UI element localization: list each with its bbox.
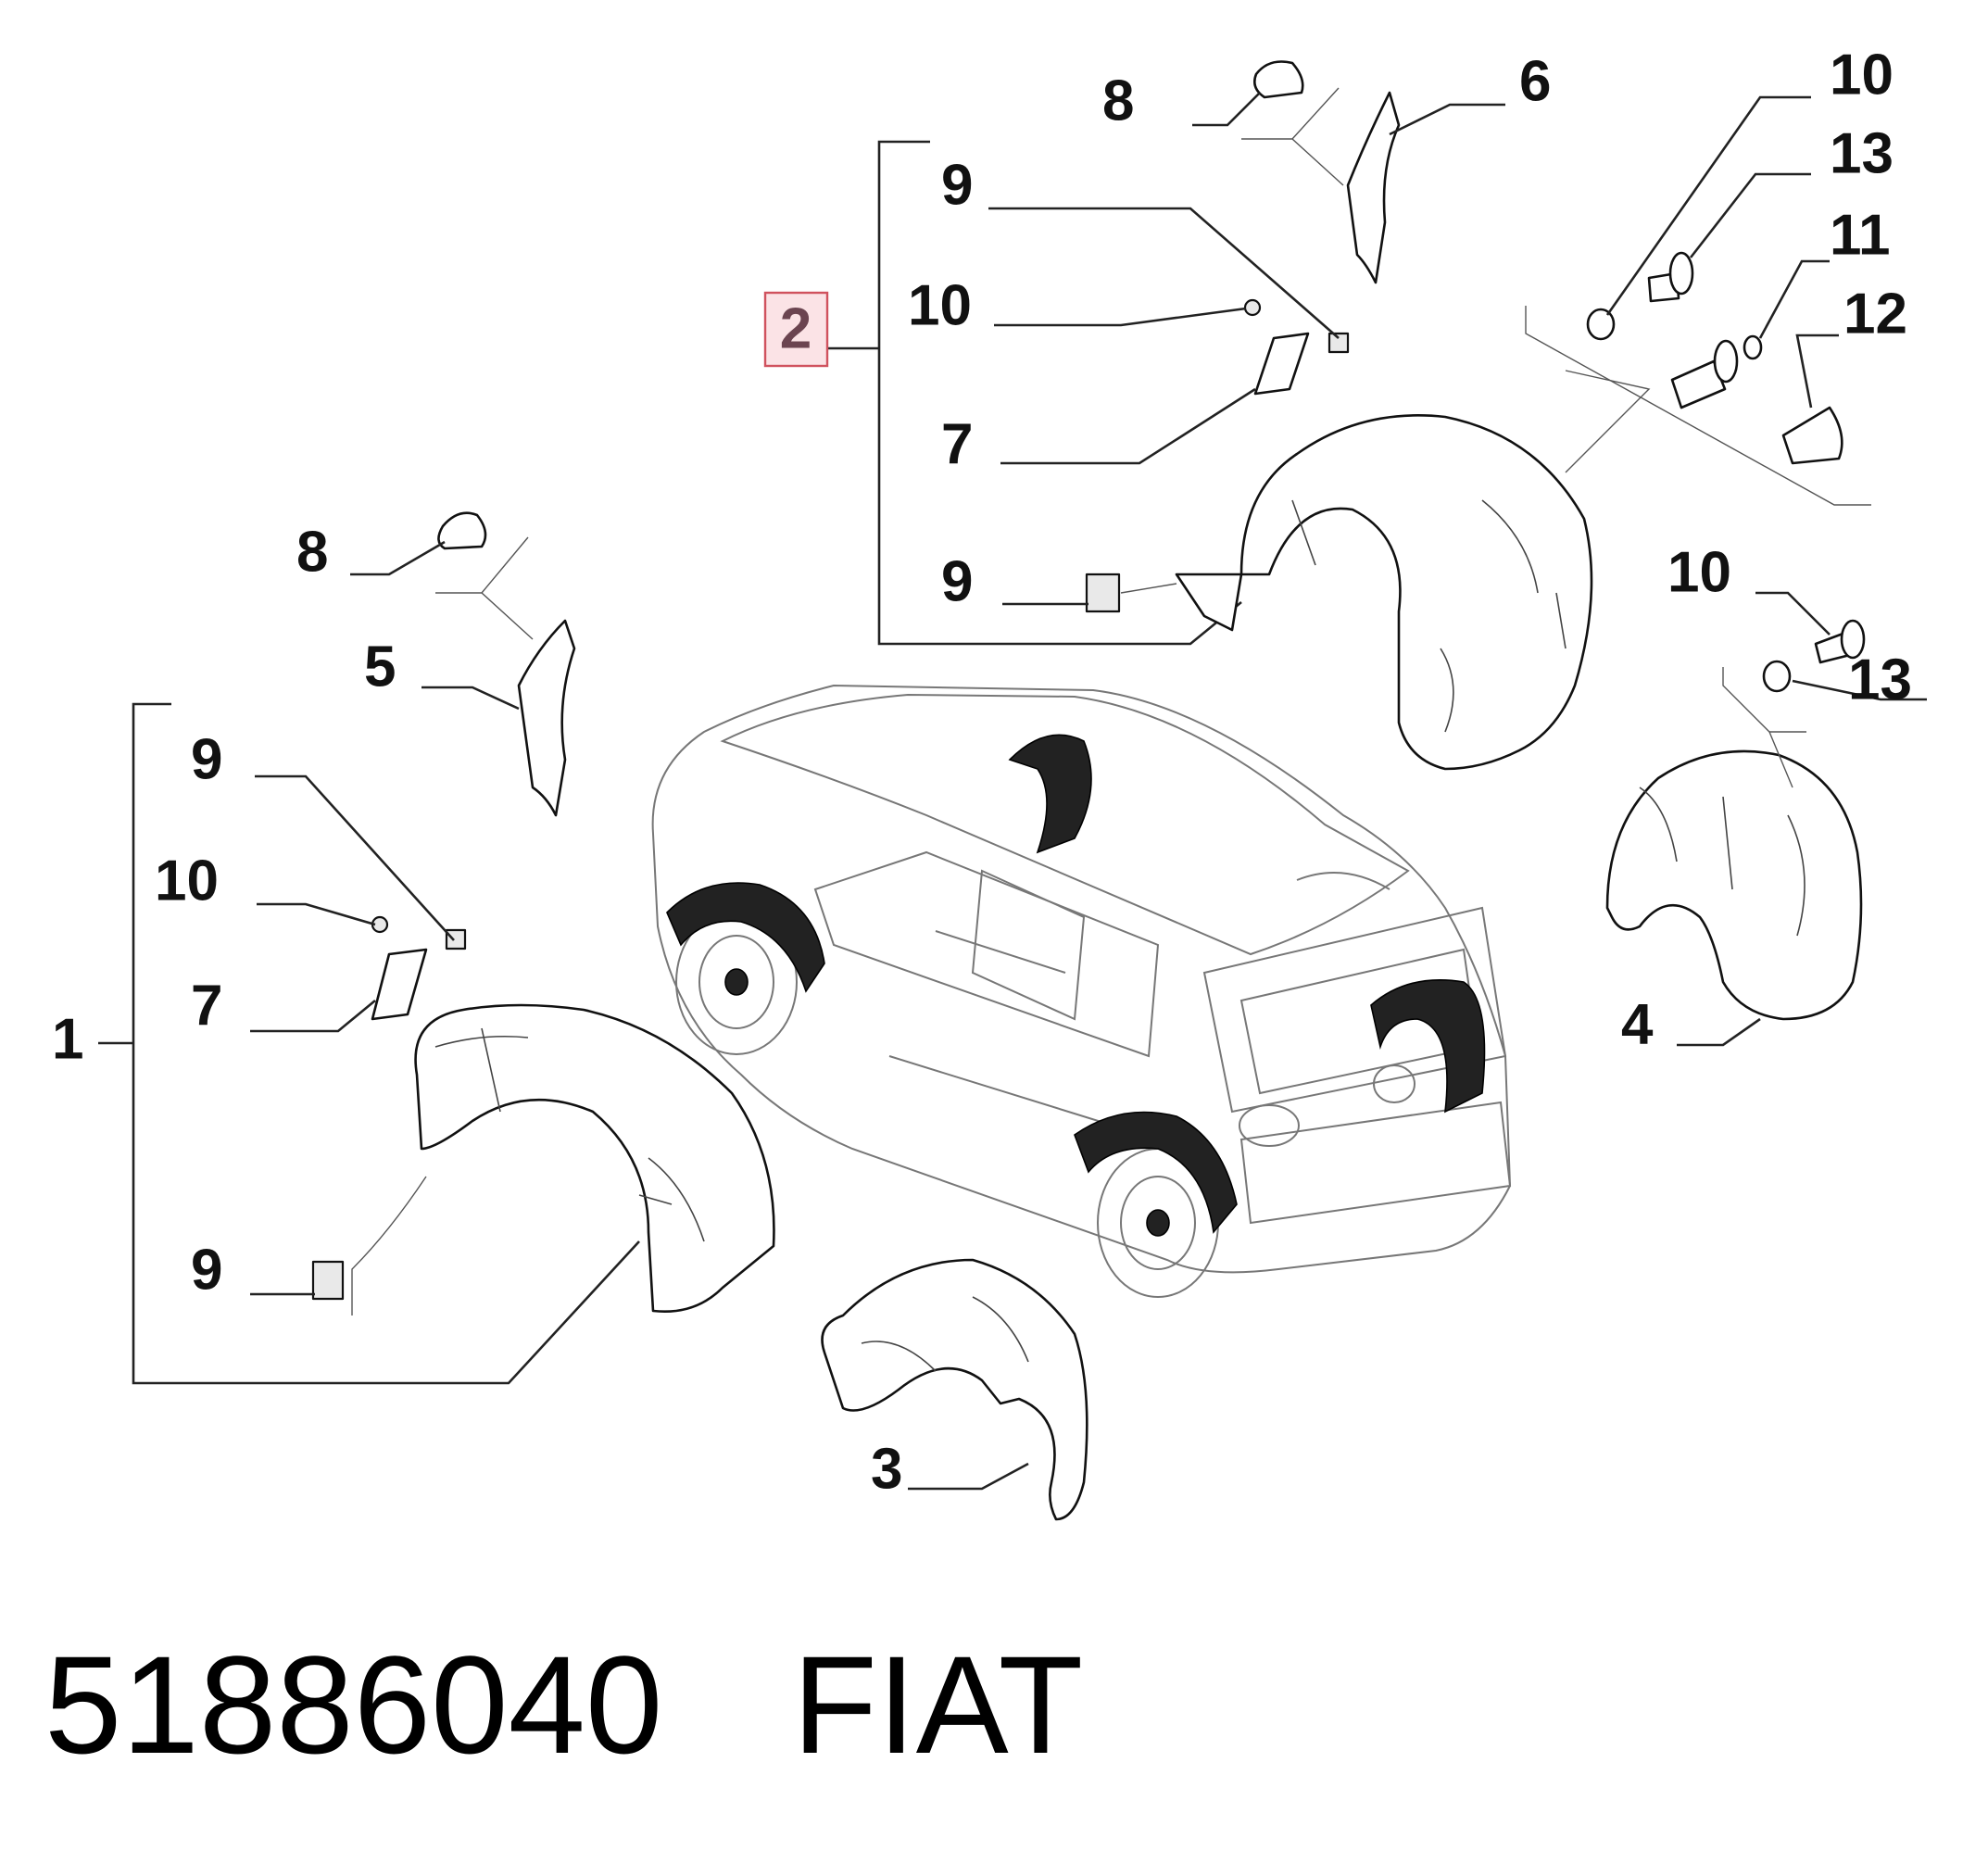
callout-10-rear: 10 — [1667, 540, 1731, 604]
callout-9-right-b: 9 — [941, 549, 973, 613]
callout-group-1: 1 — [52, 1007, 83, 1071]
callout-9-left-b: 9 — [191, 1238, 222, 1302]
car-illustration — [651, 684, 1512, 1298]
callout-7-right: 7 — [941, 412, 973, 476]
right-top-cluster-callouts: 8 6 9 10 7 9 — [908, 49, 1551, 613]
callout-4: 4 — [1621, 992, 1654, 1056]
callout-8-left: 8 — [296, 520, 328, 584]
rear-right-wheel-liner: 4 10 13 — [1605, 540, 1927, 1056]
callout-10-left: 10 — [155, 849, 219, 913]
callout-13-top: 13 — [1830, 121, 1894, 185]
part-number: 51886040 — [44, 1627, 663, 1782]
rear-left-wheel-liner: 3 — [821, 1258, 1088, 1521]
front-right-wheel-liner — [1175, 414, 1593, 771]
callout-group-2: 2 — [780, 296, 812, 360]
callout-7-left: 7 — [191, 974, 222, 1038]
callout-9-right-a: 9 — [941, 153, 973, 217]
callout-13-rear: 13 — [1848, 648, 1912, 711]
brand-name: FIAT — [792, 1627, 1084, 1782]
callout-5: 5 — [364, 635, 396, 699]
callout-3: 3 — [871, 1437, 902, 1501]
callout-8-right: 8 — [1102, 69, 1134, 132]
callout-10-right: 10 — [908, 273, 972, 337]
group-1-bracket: 1 — [52, 702, 640, 1385]
callout-6: 6 — [1519, 49, 1551, 113]
exploded-parts-diagram: 1 2 8 5 9 10 7 9 — [52, 43, 1927, 1521]
highlight-box — [763, 291, 829, 368]
callout-12: 12 — [1843, 282, 1907, 346]
left-cluster-callouts: 8 5 9 10 7 9 — [155, 511, 576, 1315]
fasteners-top-right: 10 13 11 12 — [1525, 43, 1907, 506]
group-2-bracket: 2 — [763, 140, 1242, 646]
callout-10-top: 10 — [1830, 43, 1894, 107]
callout-9-left-a: 9 — [191, 727, 222, 791]
front-left-wheel-liner — [414, 1003, 775, 1313]
callout-11: 11 — [1830, 203, 1891, 267]
